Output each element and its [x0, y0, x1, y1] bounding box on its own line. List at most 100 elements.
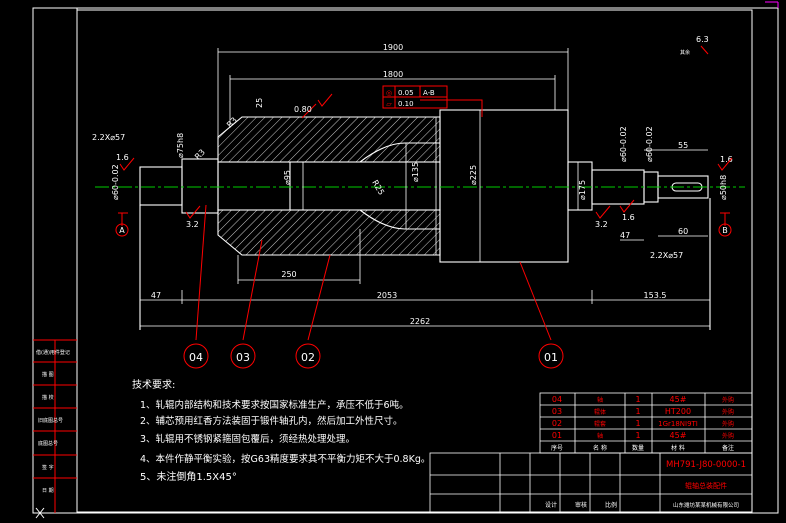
part-rem-02: 外购: [722, 420, 734, 428]
dim-1800: 1800: [383, 70, 403, 79]
datums: A B: [115, 223, 732, 237]
part-name-02: 辊套: [594, 420, 606, 428]
technical-notes: 技术要求: 1、轧辊内部结构和技术要求按国家标准生产，承压不低于6吨。 2、辅芯…: [132, 378, 430, 483]
dim-0-80: 0.80: [294, 105, 312, 114]
dim-phi135: ⌀135: [411, 162, 420, 182]
roughness-note: 其余: [680, 49, 690, 56]
drawing-number: MH791-J80-0000-1: [666, 460, 746, 470]
dim-phi60-left: ⌀60-0.02: [111, 164, 120, 200]
dim-2262: 2262: [410, 317, 430, 326]
dim-47-right: 47: [620, 231, 630, 240]
flatness-symbol-icon: ▱: [386, 100, 392, 108]
roughness-icon: [185, 205, 201, 219]
roll-body-top: [217, 116, 441, 163]
red-leaders: [118, 45, 730, 341]
dim-250: 250: [281, 270, 296, 279]
part-mat-03: HT200: [665, 407, 691, 416]
dim-2053: 2053: [377, 291, 397, 300]
dim-1-6-mid: 1.6: [622, 213, 635, 222]
part-qty-01: 1: [635, 431, 640, 440]
tol-value-1: 0.05: [398, 89, 414, 97]
note-4: 4、本件作静平衡实验，按G63精度要求其不平衡力矩不大于0.8Kg。: [140, 453, 430, 465]
side-label-4: 底图总号: [38, 440, 58, 447]
dim-153-5: 153.5: [644, 291, 667, 300]
dim-phi75: ⌀75h8: [176, 133, 185, 158]
balloon-01: 01: [544, 351, 558, 364]
balloon-02: 02: [301, 351, 315, 364]
part-balloons: 04 03 02 01: [183, 343, 564, 369]
roll-assembly: [139, 109, 711, 330]
dim-phi225: ⌀225: [469, 165, 478, 185]
header-rem: 备注: [722, 444, 734, 452]
part-qty-03: 1: [635, 407, 640, 416]
dim-47-left: 47: [151, 291, 161, 300]
tolerance-frame: ◎ ▱ 0.05 A-B 0.10: [382, 85, 448, 109]
balloon-04: 04: [189, 351, 203, 364]
roughness-icon: [619, 199, 635, 213]
dim-phi60-right-1: ⌀60-0.02: [619, 126, 628, 162]
part-rem-04: 外购: [722, 396, 734, 404]
side-registration: 借(通)用件登记 描 图 描 校 旧底图总号 底图总号 签 字 日 期: [33, 339, 77, 513]
drawing-title: 辊轴总装配件: [685, 481, 727, 490]
scale-label: 比例: [605, 501, 617, 509]
dim-1-6-left: 1.6: [116, 153, 129, 162]
dim-phi50: ⌀50h8: [719, 175, 728, 200]
notes-title: 技术要求:: [132, 378, 175, 391]
header-name: 名 称: [593, 444, 607, 452]
side-label-2: 描 校: [42, 394, 54, 401]
datum-a: A: [119, 226, 125, 235]
note-1: 1、轧辊内部结构和技术要求按国家标准生产，承压不低于6吨。: [140, 399, 409, 411]
dimension-texts: 1900 1800 25 0.80 2.2X⌀57 1.6 ⌀60-0.02 ⌀…: [92, 35, 733, 326]
note-2: 2、辅芯预用红香方法装固于锻件轴孔内，然后加工外性尺寸。: [140, 415, 403, 427]
dim-2-2x57-left: 2.2X⌀57: [92, 133, 125, 142]
part-mat-02: 1Gr18NI9TI: [658, 420, 698, 428]
part-mat-04: 45#: [670, 395, 687, 404]
side-label-0: 借(通)用件登记: [36, 349, 70, 356]
ucs-icon: [35, 507, 45, 519]
designer-label: 设计: [545, 501, 557, 509]
dim-2-2x57-right: 2.2X⌀57: [650, 251, 683, 260]
dim-phi60-right-2: ⌀60-0.02: [645, 126, 654, 162]
dim-3-2-left: 3.2: [186, 220, 199, 229]
dimension-lines: [140, 48, 710, 327]
tol-ref: A-B: [423, 89, 435, 97]
bore-contour-top: [290, 142, 440, 163]
part-rem-03: 外购: [722, 408, 734, 416]
note-3: 3、轧辊用不锈钢紧箍固包覆后，须经热处理处理。: [140, 433, 355, 445]
roughness-icon: [119, 157, 135, 171]
side-label-3: 旧底图总号: [38, 417, 63, 424]
dim-1900: 1900: [383, 43, 403, 52]
corner-markers: [765, 1, 779, 8]
roughness-icon: [595, 205, 611, 219]
dim-phi175: ⌀175: [578, 180, 587, 200]
runout-symbol-icon: ◎: [386, 89, 392, 97]
roughness-icon: [317, 93, 333, 107]
part-qty-02: 1: [635, 419, 640, 428]
side-label-1: 描 图: [42, 371, 54, 378]
part-qty-04: 1: [635, 395, 640, 404]
dim-phi95: ⌀95: [283, 170, 292, 185]
header-mat: 材 料: [671, 444, 685, 452]
header-qty: 数量: [632, 444, 644, 452]
part-name-03: 辊体: [594, 408, 606, 416]
note-5: 5、未注倒角1.5X45°: [140, 470, 237, 483]
part-rem-01: 外购: [722, 432, 734, 440]
part-name-01: 轴: [597, 432, 603, 440]
dim-25: 25: [255, 98, 264, 108]
part-no-04: 04: [552, 395, 562, 404]
roughness-icon: [717, 157, 733, 171]
balloon-03: 03: [236, 351, 250, 364]
dim-3-2-right: 3.2: [595, 220, 608, 229]
header-seq: 序号: [551, 444, 563, 452]
checker-label: 审核: [575, 501, 587, 509]
tol-value-2: 0.10: [398, 100, 414, 108]
part-no-03: 03: [552, 407, 562, 416]
title-block: 04 轴 1 45# 外购 03 辊体 1 HT200 外购 02 辊套 1 1…: [429, 392, 753, 513]
dim-1-6-right: 1.6: [720, 155, 733, 164]
part-no-02: 02: [552, 419, 562, 428]
company-name: 山东潍坊某某机械有限公司: [673, 501, 739, 509]
roll-body-bottom: [217, 209, 441, 256]
part-name-04: 轴: [597, 396, 603, 404]
side-label-6: 日 期: [42, 488, 54, 494]
